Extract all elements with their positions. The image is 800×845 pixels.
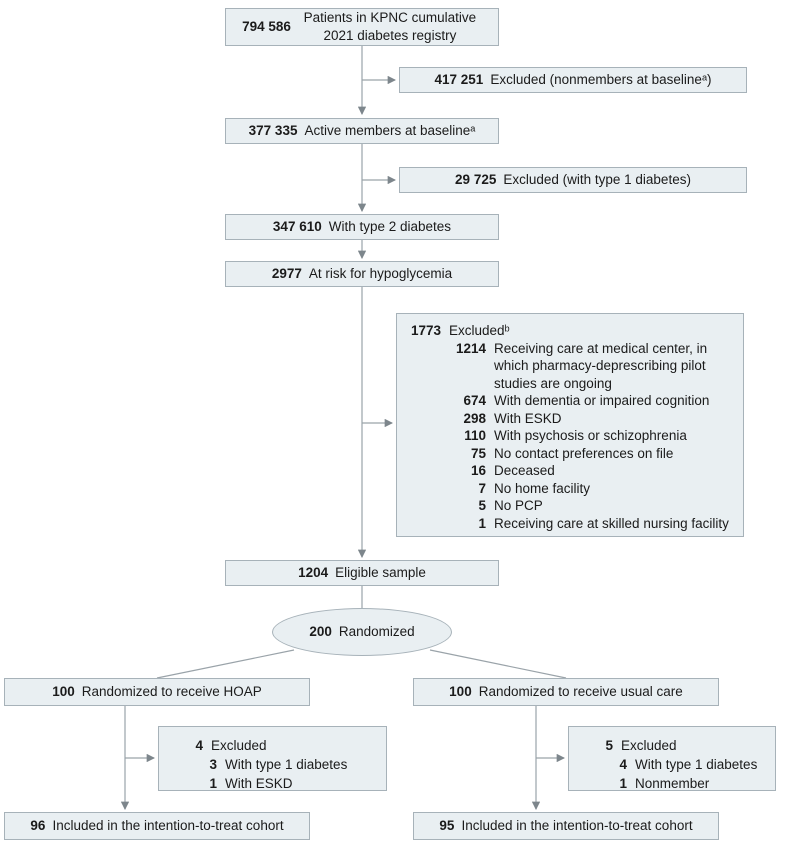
item-label: Receiving care at medical center, in whi… xyxy=(494,340,708,391)
eligible-label: Eligible sample xyxy=(335,565,426,580)
excluded-detail-item: 1 Receiving care at skilled nursing faci… xyxy=(407,515,733,533)
hoap-arm-count: 100 xyxy=(52,684,75,699)
node-randomized: 200 Randomized xyxy=(272,608,452,656)
node-eligible: 1204 Eligible sample xyxy=(225,560,499,586)
node-at-risk: 2977 At risk for hypoglycemia xyxy=(225,261,499,287)
item-label: With ESKD xyxy=(225,776,293,791)
item-label: With dementia or impaired cognition xyxy=(494,393,710,408)
excluded-detail-item: 298 With ESKD xyxy=(407,410,733,428)
item-count: 110 xyxy=(464,428,486,443)
node-registry: 794 586 Patients in KPNC cumulative 2021… xyxy=(225,8,499,46)
connector-randomized-to-usual xyxy=(429,649,567,679)
hoap-excluded-item: 3 With type 1 diabetes xyxy=(171,755,374,774)
usual-itt-label: Included in the intention-to-treat cohor… xyxy=(461,818,693,833)
item-count: 1 xyxy=(209,776,217,791)
at-risk-label: At risk for hypoglycemia xyxy=(308,266,453,281)
hoap-itt-label: Included in the intention-to-treat cohor… xyxy=(52,818,284,833)
hoap-excluded-count: 4 xyxy=(195,738,203,753)
item-count: 3 xyxy=(209,757,217,772)
usual-arm-label: Randomized to receive usual care xyxy=(478,684,683,699)
usual-itt-count: 95 xyxy=(439,818,455,833)
registry-count: 794 586 xyxy=(242,19,291,34)
hoap-excluded-label: Excluded xyxy=(211,738,267,753)
excluded-detail-count: 1773 xyxy=(410,323,441,338)
item-count: 1214 xyxy=(455,340,486,356)
randomized-label: Randomized xyxy=(338,624,415,639)
excluded-detail-item: 7 No home facility xyxy=(407,480,733,498)
item-count: 298 xyxy=(463,410,486,426)
excluded-type1-count: 29 725 xyxy=(455,172,497,187)
node-hoap-excluded: 4 Excluded 3 With type 1 diabetes 1 With… xyxy=(158,726,387,791)
usual-excluded-header: 5 Excluded xyxy=(581,736,763,755)
active-members-count: 377 335 xyxy=(248,123,298,138)
item-count: 5 xyxy=(478,498,486,513)
usual-arm-count: 100 xyxy=(449,684,472,699)
item-label: With type 1 diabetes xyxy=(635,757,758,772)
item-label: Receiving care at skilled nursing facili… xyxy=(494,515,729,531)
excluded-type1-label: Excluded (with type 1 diabetes) xyxy=(503,172,691,187)
hoap-arm-label: Randomized to receive HOAP xyxy=(81,684,262,699)
eligible-count: 1204 xyxy=(298,565,329,580)
registry-label: Patients in KPNC cumulative 2021 diabete… xyxy=(303,10,477,43)
hoap-itt-count: 96 xyxy=(30,818,46,833)
hoap-excluded-item: 1 With ESKD xyxy=(171,774,374,793)
item-count: 1 xyxy=(478,515,486,531)
item-label: Deceased xyxy=(494,463,555,478)
item-label: No home facility xyxy=(494,480,591,496)
node-excluded-detail: 1773 Excludedᵇ 1214 Receiving care at me… xyxy=(396,313,744,537)
excluded-nonmembers-count: 417 251 xyxy=(434,72,484,87)
item-count: 75 xyxy=(470,445,486,461)
node-excluded-type1: 29 725 Excluded (with type 1 diabetes) xyxy=(399,167,747,193)
node-usual-arm: 100 Randomized to receive usual care xyxy=(413,678,719,706)
excluded-detail-item: 110 With psychosis or schizophrenia xyxy=(407,427,733,445)
hoap-excluded-header: 4 Excluded xyxy=(171,736,374,755)
node-excluded-nonmembers: 417 251 Excluded (nonmembers at baseline… xyxy=(399,67,747,93)
connector-randomized-to-hoap xyxy=(156,649,295,679)
excluded-detail-item: 1214 Receiving care at medical center, i… xyxy=(407,340,733,393)
excluded-detail-item: 674 With dementia or impaired cognition xyxy=(407,392,733,410)
at-risk-count: 2977 xyxy=(271,266,302,281)
type2-diabetes-label: With type 2 diabetes xyxy=(328,219,452,234)
node-hoap-arm: 100 Randomized to receive HOAP xyxy=(4,678,310,706)
excluded-detail-item: 5 No PCP xyxy=(407,497,733,515)
item-count: 1 xyxy=(619,776,627,791)
usual-excluded-label: Excluded xyxy=(621,738,677,753)
item-count: 674 xyxy=(463,393,486,408)
node-usual-itt: 95 Included in the intention-to-treat co… xyxy=(413,812,719,840)
usual-excluded-item: 1 Nonmember xyxy=(581,774,763,793)
item-label: With ESKD xyxy=(494,410,562,426)
excluded-detail-item: 75 No contact preferences on file xyxy=(407,445,733,463)
item-label: No PCP xyxy=(494,498,543,513)
active-members-label: Active members at baselineᵃ xyxy=(304,123,476,138)
item-count: 7 xyxy=(478,480,486,496)
usual-excluded-count: 5 xyxy=(605,738,613,753)
node-hoap-itt: 96 Included in the intention-to-treat co… xyxy=(4,812,310,840)
item-label: With type 1 diabetes xyxy=(225,757,348,772)
type2-diabetes-count: 347 610 xyxy=(272,219,322,234)
excluded-detail-item: 16 Deceased xyxy=(407,462,733,480)
item-count: 16 xyxy=(470,463,486,478)
node-type2-diabetes: 347 610 With type 2 diabetes xyxy=(225,214,499,240)
usual-excluded-item: 4 With type 1 diabetes xyxy=(581,755,763,774)
excluded-detail-label: Excludedᵇ xyxy=(449,323,510,338)
item-label: With psychosis or schizophrenia xyxy=(494,428,687,443)
node-active-members: 377 335 Active members at baselineᵃ xyxy=(225,118,499,144)
item-count: 4 xyxy=(619,757,627,772)
excluded-detail-header: 1773 Excludedᵇ xyxy=(407,322,733,340)
item-label: Nonmember xyxy=(635,776,710,791)
excluded-nonmembers-label: Excluded (nonmembers at baselineᵃ) xyxy=(490,72,712,87)
node-usual-excluded: 5 Excluded 4 With type 1 diabetes 1 Nonm… xyxy=(568,726,776,791)
randomized-count: 200 xyxy=(309,624,332,639)
item-label: No contact preferences on file xyxy=(494,445,674,461)
